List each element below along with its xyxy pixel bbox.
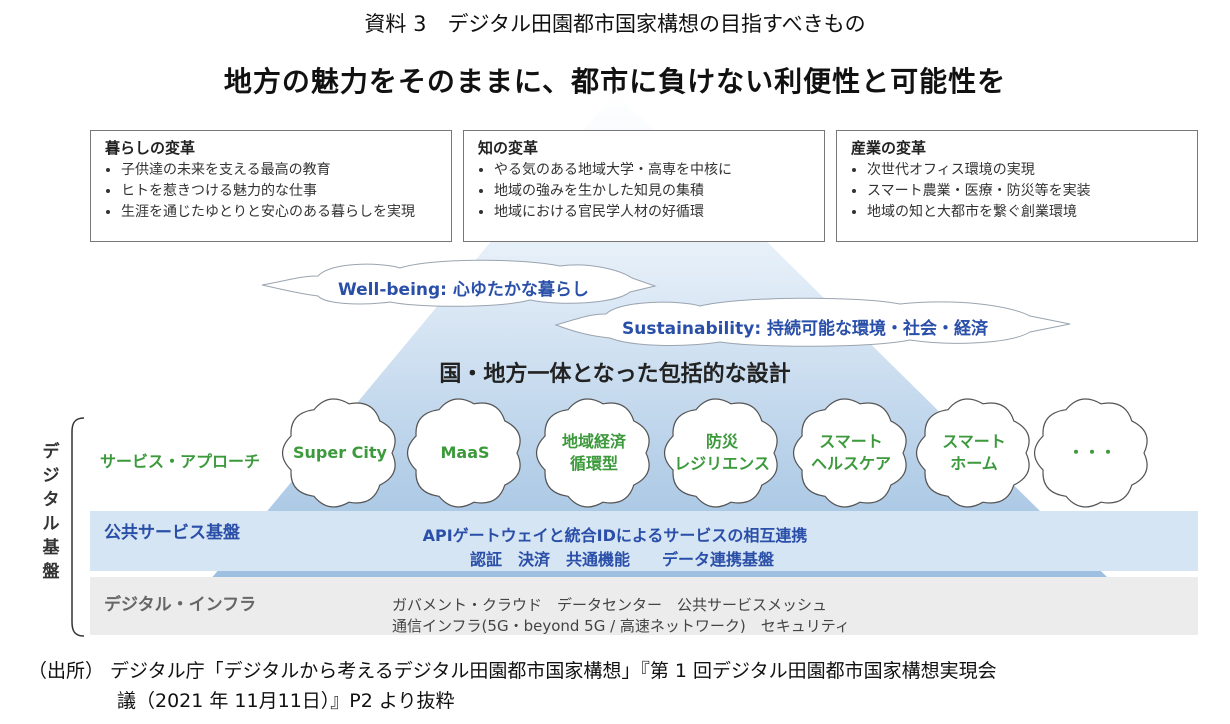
source-line-1: （出所） デジタル庁「デジタルから考えるデジタル田園都市国家構想」『第 1 回デ…: [28, 660, 997, 682]
service-cloud-line1: スマート: [819, 432, 883, 451]
service-cloud-line2: 循環型: [569, 454, 618, 473]
service-cloud-shape: [406, 398, 521, 508]
design-title: 国・地方一体となった包括的な設計: [439, 362, 791, 387]
list-item: 地域の強みを生かした知見の集積: [494, 181, 810, 202]
service-cloud-line1: 地域経済: [561, 432, 626, 451]
list-item: ヒトを惹きつける魅力的な仕事: [121, 181, 437, 202]
service-cloud-line2: レジリエンス: [674, 454, 770, 473]
digital-infra-title: デジタル・インフラ: [104, 595, 257, 615]
wellbeing-label: Well-being: 心ゆたかな暮らし: [338, 280, 589, 300]
list-item: 子供達の未来を支える最高の教育: [121, 160, 437, 181]
service-cloud-label: スマートヘルスケア: [791, 431, 911, 475]
service-cloud-label: 地域経済循環型: [534, 431, 654, 475]
list-item: やる気のある地域大学・高専を中核に: [494, 160, 810, 181]
source-line-2: 議（2021 年 11月11日）』P2 より抜粋: [117, 690, 455, 712]
list-item: 地域の知と大都市を繋ぐ創業環境: [867, 202, 1183, 223]
service-cloud-shape: [535, 398, 650, 508]
digital-base-vertical-label: デジタル基盤: [42, 442, 60, 582]
service-cloud-shape: [1033, 398, 1148, 508]
lifestyle-reform-box: 暮らしの変革 子供達の未来を支える最高の教育 ヒトを惹きつける魅力的な仕事 生涯…: [90, 130, 452, 242]
digital-infra-line2: 通信インフラ(5G・beyond 5G / 高速ネットワーク) セキュリティ: [392, 617, 850, 635]
sustainability-cloud-shape: [554, 297, 1071, 347]
list-item: スマート農業・医療・防災等を実装: [867, 181, 1183, 202]
service-cloud-label: MaaS: [405, 442, 525, 464]
public-service-band: [90, 511, 1198, 571]
service-cloud-line1: Super City: [293, 443, 387, 462]
knowledge-reform-title: 知の変革: [478, 139, 539, 157]
service-cloud-shape: [915, 398, 1030, 508]
service-cloud-label: ・・・: [1032, 442, 1152, 464]
knowledge-reform-box: 知の変革 やる気のある地域大学・高専を中核に 地域の強みを生かした知見の集積 地…: [463, 130, 825, 242]
figure-caption: 資料 3 デジタル田園都市国家構想の目指すべきもの: [364, 12, 866, 36]
service-cloud-line1: 防災: [705, 432, 738, 451]
digital-infra-band: [90, 577, 1198, 635]
digital-infra-line1: ガバメント・クラウド データセンター 公共サービスメッシュ: [392, 596, 828, 614]
service-cloud-shape: [792, 398, 907, 508]
digital-base-bracket: [71, 417, 85, 637]
service-approach-label: サービス・アプローチ: [100, 452, 261, 471]
service-cloud-shape: [281, 398, 396, 508]
industry-reform-title: 産業の変革: [851, 139, 927, 157]
public-service-line2: 認証 決済 共通機能 データ連携基盤: [470, 550, 775, 569]
service-cloud-line2: ヘルスケア: [810, 454, 891, 473]
public-service-title: 公共サービス基盤: [104, 523, 240, 543]
lifestyle-reform-title: 暮らしの変革: [105, 139, 196, 157]
service-cloud-shape: [663, 398, 778, 508]
list-item: 地域における官民学人材の好循環: [494, 202, 810, 223]
list-item: 次世代オフィス環境の実現: [867, 160, 1183, 181]
service-cloud-line1: スマート: [942, 432, 1006, 451]
service-cloud-line2: ホーム: [950, 454, 998, 473]
service-cloud-label: 防災レジリエンス: [662, 431, 782, 475]
service-cloud-line1: MaaS: [440, 443, 490, 462]
service-cloud-label: Super City: [280, 442, 400, 464]
list-item: 生涯を通じたゆとりと安心のある暮らしを実現: [121, 202, 437, 223]
service-cloud-label: スマートホーム: [914, 431, 1034, 475]
headline: 地方の魅力をそのままに、都市に負けない利便性と可能性を: [223, 65, 1007, 98]
wellbeing-cloud-shape: [261, 259, 657, 307]
sustainability-label: Sustainability: 持続可能な環境・社会・経済: [622, 319, 989, 339]
industry-reform-box: 産業の変革 次世代オフィス環境の実現 スマート農業・医療・防災等を実装 地域の知…: [836, 130, 1198, 242]
service-cloud-line1: ・・・: [1067, 443, 1116, 462]
public-service-line1: APIゲートウェイと統合IDによるサービスの相互連携: [422, 526, 808, 545]
